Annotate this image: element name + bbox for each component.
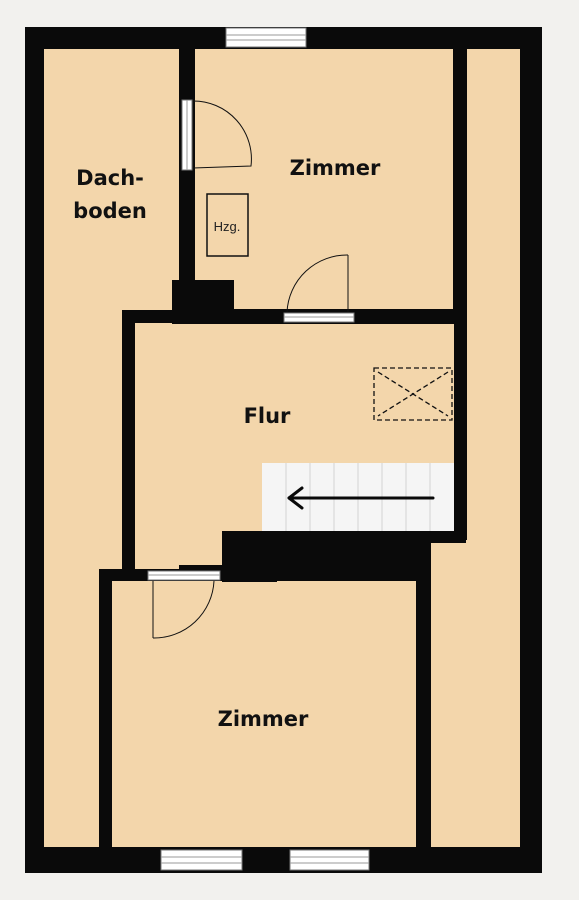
wall-room-bottom-right <box>417 531 430 859</box>
floor-room-bottom <box>112 581 416 847</box>
window-top <box>225 27 307 48</box>
doors <box>147 99 355 639</box>
wall-hall-bottom <box>276 531 466 543</box>
floor-attic-lower-left <box>44 565 99 847</box>
window-bottom-right <box>289 849 370 871</box>
floor-room-top <box>195 49 453 309</box>
hatch-cross-icon <box>373 367 453 421</box>
door-room-bottom <box>147 570 221 639</box>
room-label-hallway: Flur <box>244 404 291 428</box>
heating-box <box>206 193 249 257</box>
window-bottom-left <box>160 849 243 871</box>
wall-room-bottom-left <box>99 569 112 859</box>
door-attic <box>181 99 252 171</box>
room-label-top: Zimmer <box>290 156 381 180</box>
room-label-bottom: Zimmer <box>218 707 309 731</box>
arrow-left-icon <box>287 486 435 510</box>
wall-room-top-right <box>454 45 466 320</box>
room-label-attic-line2: boden <box>73 199 147 223</box>
floor-hallway-left-extension <box>136 531 224 565</box>
wall-hall-left <box>122 310 135 580</box>
room-label-attic-line1: Dach- <box>76 166 144 190</box>
floor-attic-lower-right <box>431 540 520 847</box>
wall-hall-right <box>454 310 466 542</box>
heating-label: Hzg. <box>214 219 241 234</box>
windows <box>160 27 370 871</box>
staircase <box>262 463 454 531</box>
interior-walls <box>99 45 466 859</box>
door-room-top <box>283 254 355 323</box>
